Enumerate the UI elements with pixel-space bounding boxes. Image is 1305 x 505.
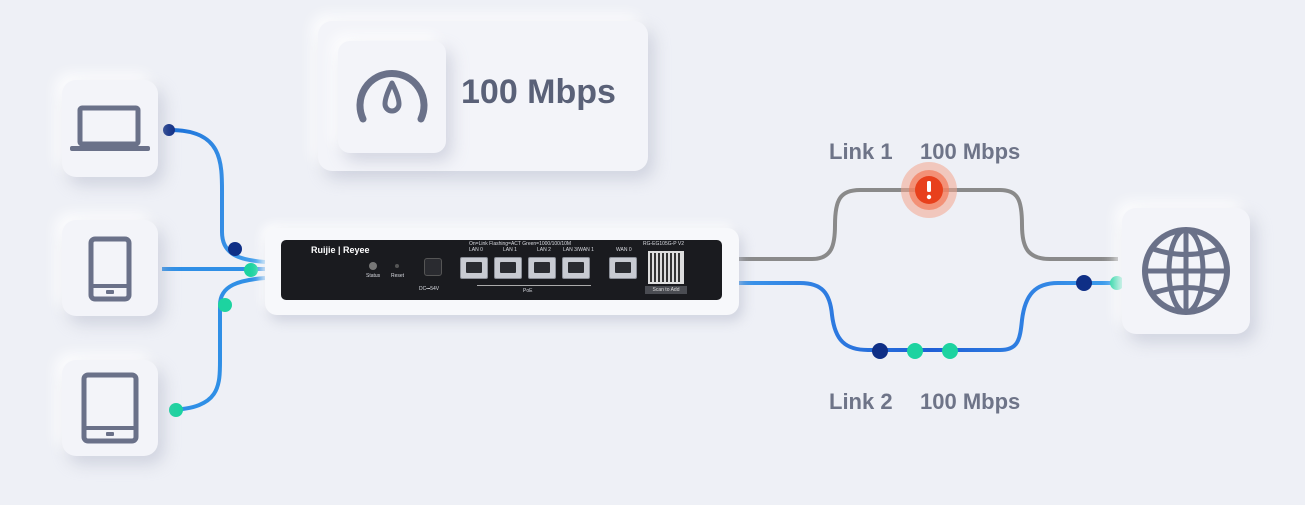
link1-speed: 100 Mbps xyxy=(920,139,1021,164)
lan2-label: LAN 2 xyxy=(537,247,551,253)
status-led-label: Status xyxy=(366,273,381,279)
signal-dot xyxy=(1076,275,1092,291)
internet-card[interactable] xyxy=(1122,208,1250,334)
lan0-port[interactable] xyxy=(460,257,488,279)
qr-code xyxy=(648,251,684,284)
device-card-phone[interactable] xyxy=(62,220,158,316)
dc-power-jack xyxy=(424,258,442,276)
router-brand: Ruijie | Reyee xyxy=(311,245,370,255)
wire-link2 xyxy=(739,281,1118,352)
signal-dot xyxy=(907,343,923,359)
link1-error-icon xyxy=(901,162,957,218)
speed-value: 100 Mbps xyxy=(461,73,616,111)
device-card-tablet[interactable] xyxy=(62,360,158,456)
signal-dot xyxy=(872,343,888,359)
lan0-label: LAN 0 xyxy=(469,247,483,253)
link1-name: Link 1 xyxy=(829,139,893,164)
device-card-laptop[interactable] xyxy=(62,80,158,177)
router-device[interactable]: Ruijie | Reyee Status Reset DC⎓54V On=Li… xyxy=(265,228,739,315)
wire-tablet xyxy=(169,276,266,412)
lan3-label: LAN 3/WAN 1 xyxy=(563,247,594,253)
signal-dot xyxy=(218,298,232,312)
wan0-label: WAN 0 xyxy=(616,247,632,253)
model-label: RG-EG105G-P V2 xyxy=(643,241,685,247)
wire-laptop xyxy=(169,128,266,264)
signal-dot xyxy=(1110,276,1124,290)
scan-label: Scan to Add xyxy=(645,286,687,294)
link2-speed: 100 Mbps xyxy=(920,389,1021,414)
reset-button[interactable] xyxy=(395,264,399,268)
lan1-port[interactable] xyxy=(494,257,522,279)
poe-label: PoE xyxy=(523,288,533,294)
speedometer-icon xyxy=(356,69,428,123)
signal-dot xyxy=(163,124,175,136)
router-front-panel: Ruijie | Reyee Status Reset DC⎓54V On=Li… xyxy=(281,240,722,300)
signal-dot xyxy=(244,263,258,277)
poe-bracket xyxy=(477,285,591,286)
signal-dot xyxy=(942,343,958,359)
lan3-port[interactable] xyxy=(562,257,590,279)
globe-icon xyxy=(1142,227,1230,315)
laptop-icon xyxy=(70,105,150,151)
dc-label: DC⎓54V xyxy=(419,286,440,292)
speed-icon-tile xyxy=(338,41,446,153)
link2-name: Link 2 xyxy=(829,389,893,414)
phone-icon xyxy=(88,236,132,302)
lan2-port[interactable] xyxy=(528,257,556,279)
reset-label: Reset xyxy=(391,273,405,279)
port-legend: On=Link Flashing=ACT Green=1000/100/10M xyxy=(469,241,572,247)
signal-dot xyxy=(169,403,183,417)
status-led xyxy=(369,262,377,270)
signal-dot xyxy=(228,242,242,256)
tablet-icon xyxy=(81,372,139,444)
wan0-port[interactable] xyxy=(609,257,637,279)
lan1-label: LAN 1 xyxy=(503,247,517,253)
